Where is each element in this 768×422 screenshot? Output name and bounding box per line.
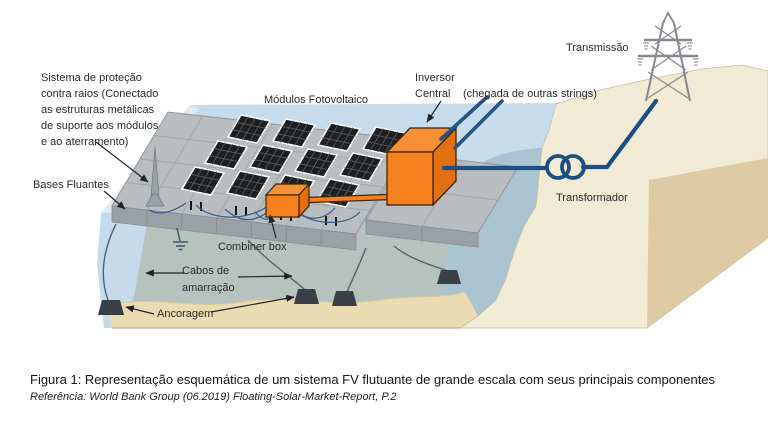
label-line: as estruturas metálicas xyxy=(41,104,155,116)
arrow-lightning-protection xyxy=(95,141,149,183)
label-line: contra raios (Conectado xyxy=(41,88,159,100)
callout-arrows xyxy=(95,100,442,315)
combiner-box xyxy=(264,182,311,219)
figure-reference: Referência: World Bank Group (06.2019) F… xyxy=(30,391,397,403)
label-line: Central xyxy=(415,88,451,100)
arrow-central-inverter xyxy=(426,100,442,123)
figure-caption: Figura 1: Representação esquemática de u… xyxy=(30,372,716,387)
anchor-block xyxy=(332,291,357,306)
ground-symbol-icon xyxy=(173,227,188,251)
lightning-rod-icon xyxy=(145,146,165,207)
platform-front-face xyxy=(111,205,357,251)
label-transformer: Transformador xyxy=(556,192,628,204)
land-side-face xyxy=(647,158,768,328)
ac-cable xyxy=(441,98,659,171)
arrow-anchor-left xyxy=(125,305,155,315)
label-central-inverter: Inversor Central xyxy=(415,70,455,102)
label-line: amarração xyxy=(182,282,235,294)
combiner-dc-cable xyxy=(306,193,390,204)
label-anchoring: Ancoragem xyxy=(157,308,214,320)
arrow-combiner-box xyxy=(268,214,277,239)
mooring-cable xyxy=(102,223,117,301)
arrow-mooring-right xyxy=(237,272,293,280)
water-front-face xyxy=(97,213,148,328)
seabed-sand xyxy=(107,291,478,329)
mooring-cable xyxy=(346,247,367,293)
label-line: Sistema de proteção xyxy=(41,72,142,84)
label-line: de suporte aos módulos xyxy=(41,120,159,132)
anchor-block xyxy=(98,300,124,315)
label-line: e ao aterramento) xyxy=(41,136,129,148)
label-pv-modules: Módulos Fotovoltaico xyxy=(264,94,368,106)
label-line: Cabos de xyxy=(182,265,230,277)
label-strings-arrival: (chegada de outras strings) xyxy=(463,88,597,100)
mooring-cable xyxy=(393,245,449,272)
arrow-floating-bases xyxy=(103,190,126,210)
label-lightning-protection: Sistema de proteção contra raios (Conect… xyxy=(41,70,158,150)
anchor-block xyxy=(294,289,319,304)
anchors xyxy=(98,270,461,315)
label-floating-bases: Bases Fluantes xyxy=(33,179,109,191)
label-combiner-box: Combiner box xyxy=(218,241,287,253)
shore-landmass xyxy=(458,64,768,329)
label-line: Inversor xyxy=(415,72,455,84)
anchor-block xyxy=(437,270,461,284)
string-cables xyxy=(439,95,504,150)
transformer-icon xyxy=(545,154,586,180)
mooring-cable xyxy=(247,239,306,291)
transmission-tower-icon xyxy=(637,11,699,102)
label-mooring-cables: Cabos de amarração xyxy=(182,263,235,297)
arrow-anchor-right xyxy=(210,294,295,313)
label-transmission: Transmissão xyxy=(566,42,629,54)
mooring-cables xyxy=(102,223,449,301)
